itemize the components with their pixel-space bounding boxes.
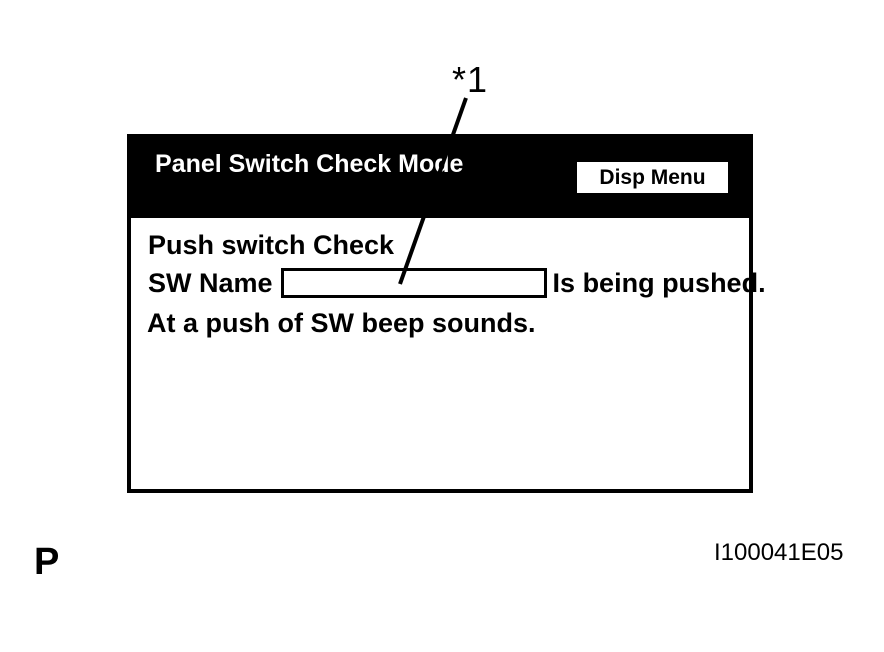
sw-name-label: SW Name xyxy=(148,267,273,298)
screen-title: Panel Switch Check Mode xyxy=(155,150,464,178)
screen-header-bar: Panel Switch Check Mode Disp Menu xyxy=(131,138,749,218)
screen-body: Push switch Check SW Name Is being pushe… xyxy=(131,218,766,489)
beep-note-text: At a push of SW beep sounds. xyxy=(147,308,536,338)
figure-code: I100041E05 xyxy=(714,539,844,566)
push-switch-check-text: Push switch Check xyxy=(148,230,395,260)
disp-menu-button[interactable]: Disp Menu xyxy=(577,162,728,193)
is-being-pushed-text: Is being pushed. xyxy=(552,267,766,298)
display-screen: Panel Switch Check Mode Disp Menu Push s… xyxy=(127,134,766,493)
section-letter: P xyxy=(34,541,60,583)
callout-label: *1 xyxy=(452,59,489,100)
sw-name-value-box xyxy=(280,268,547,298)
sw-name-row: SW Name Is being pushed. xyxy=(148,268,766,298)
